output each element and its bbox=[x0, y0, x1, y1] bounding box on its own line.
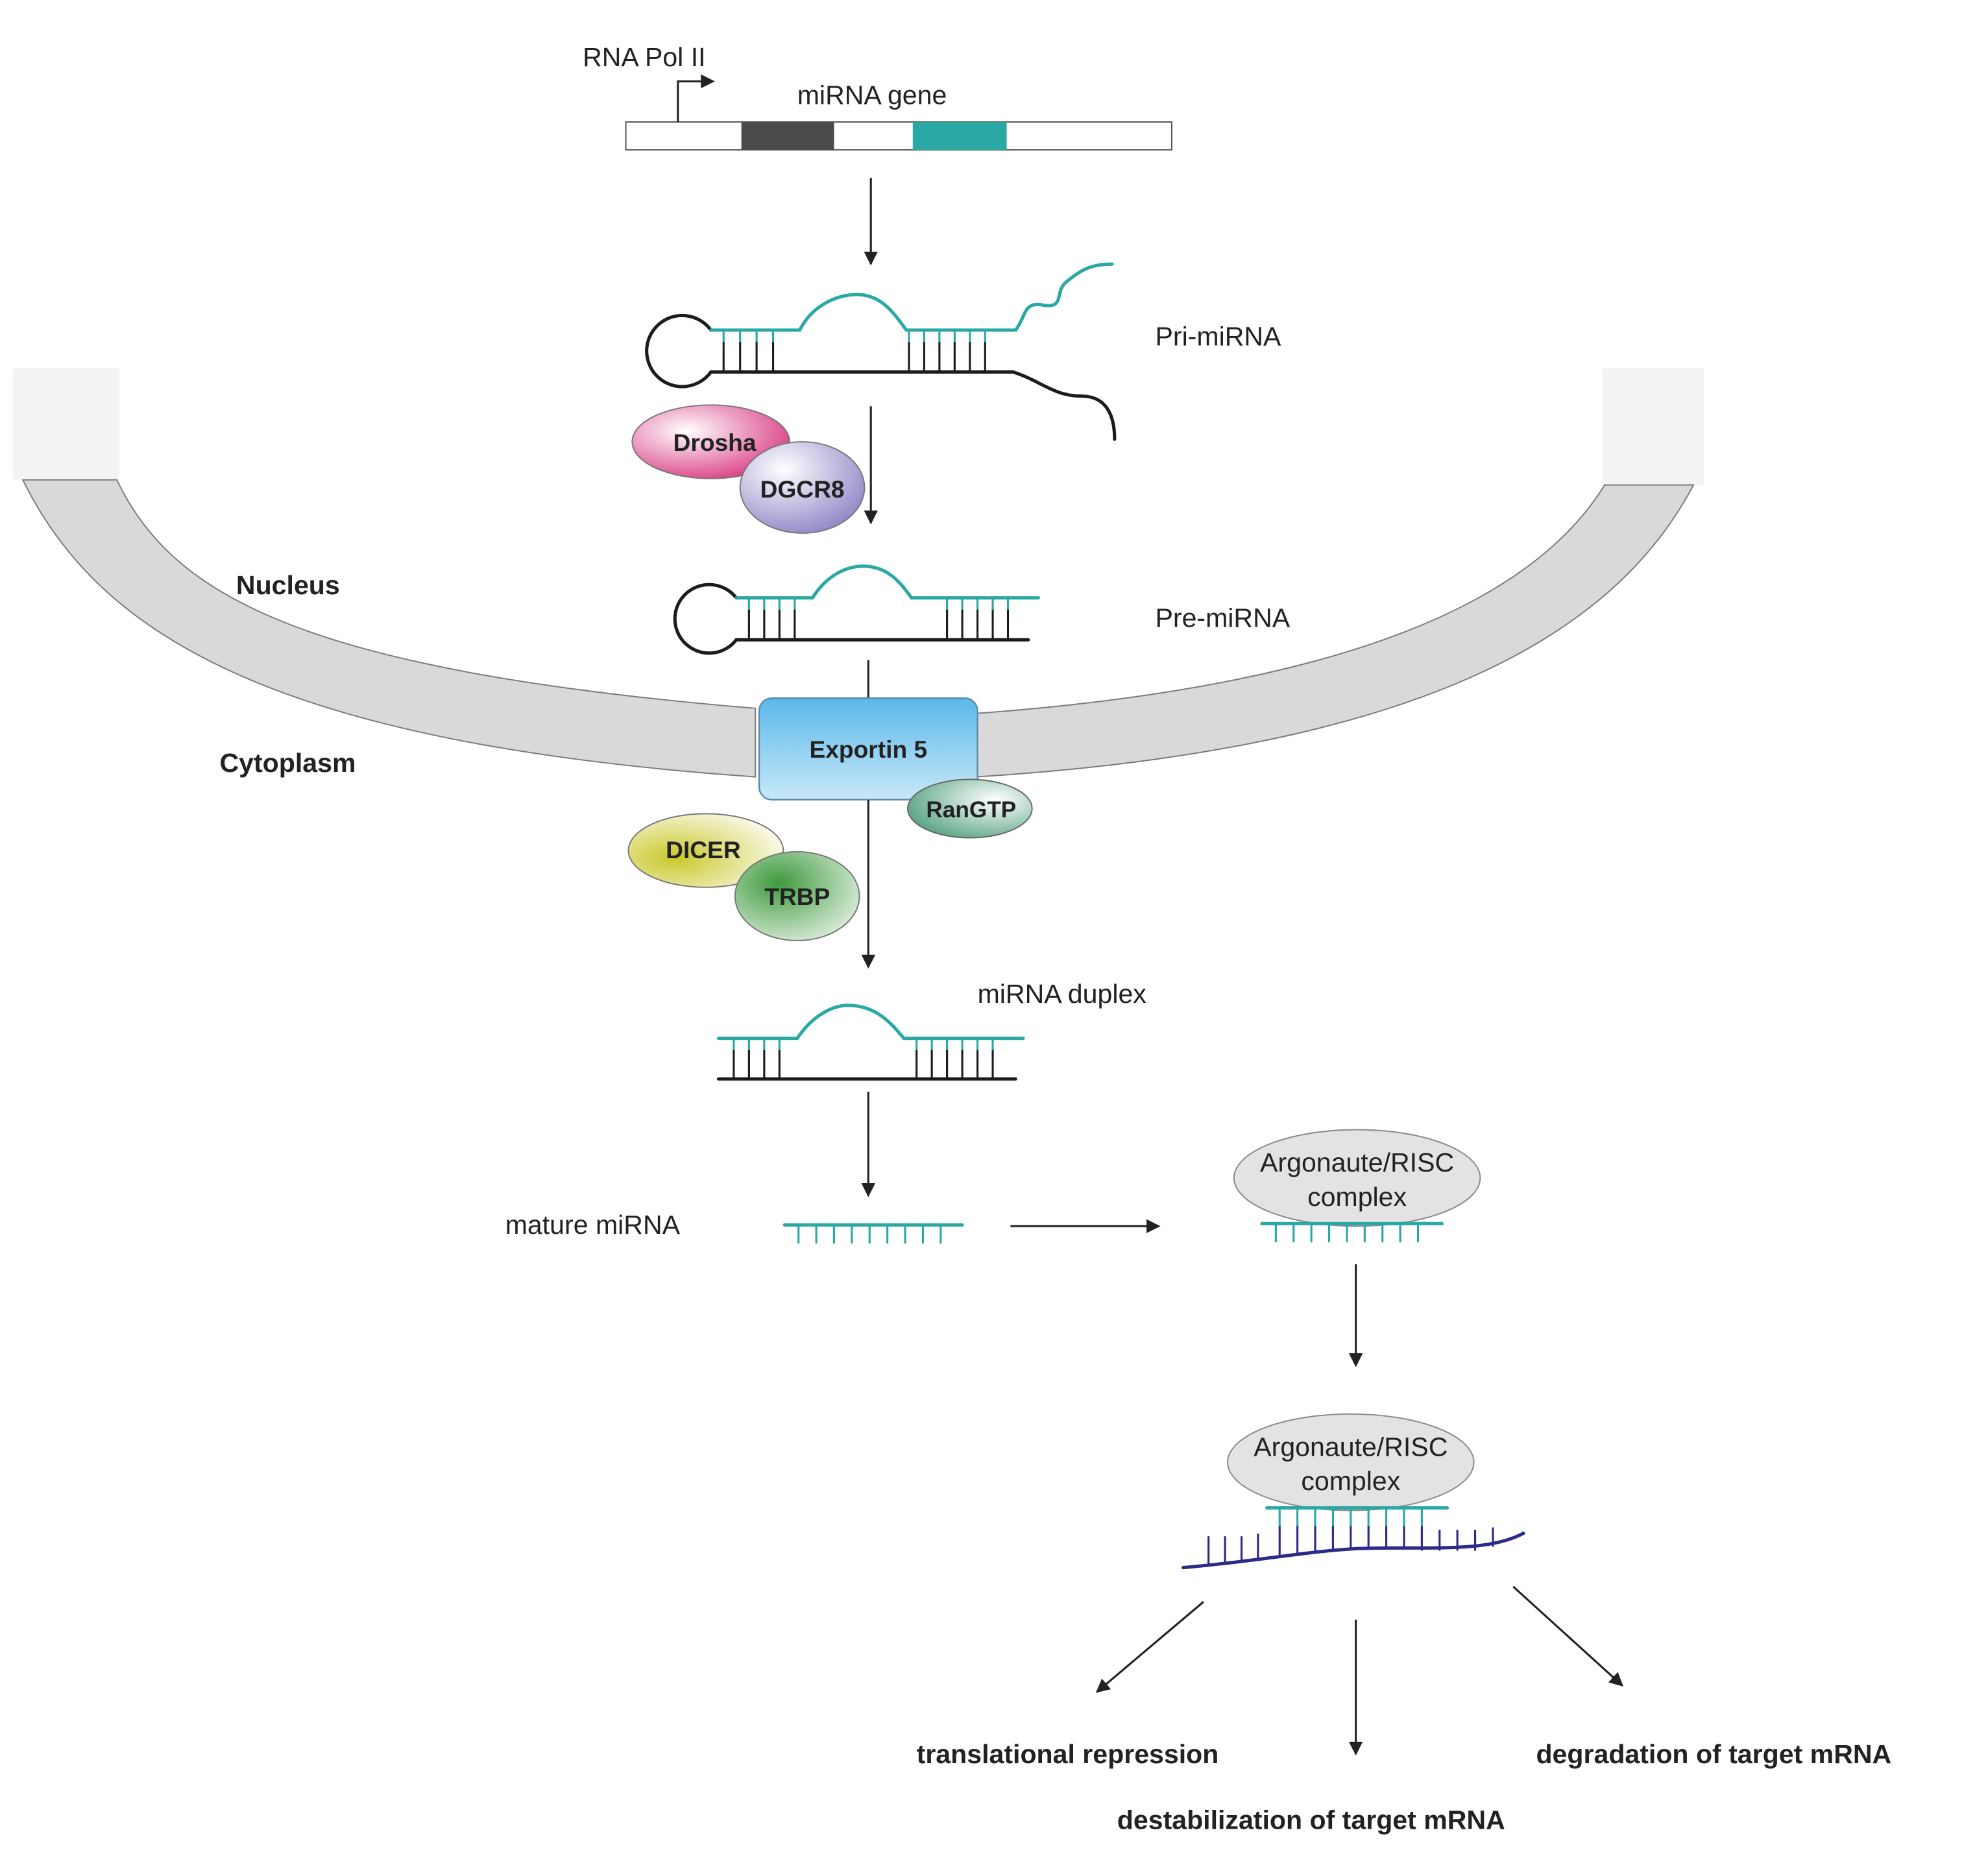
risc-1-line1: Argonaute/RISC bbox=[1260, 1148, 1454, 1177]
dicer-protein bbox=[627, 813, 784, 888]
dicer-label: DICER bbox=[666, 836, 741, 863]
destabilization-label: destabilization of target mRNA bbox=[1117, 1805, 1505, 1835]
dgcr8-label: DGCR8 bbox=[760, 475, 845, 503]
translational-repression-label: translational repression bbox=[917, 1739, 1219, 1769]
dgcr8-protein bbox=[739, 441, 866, 534]
rangtp-protein bbox=[906, 778, 1033, 839]
risc-complex-1 bbox=[1233, 1129, 1481, 1227]
mature-mirna-strand bbox=[782, 1223, 964, 1244]
degradation-label: degradation of target mRNA bbox=[1536, 1739, 1891, 1769]
risc-2-line1: Argonaute/RISC bbox=[1254, 1432, 1448, 1461]
mirna-gene bbox=[625, 121, 1172, 151]
mature-mirna-label: mature miRNA bbox=[505, 1210, 681, 1240]
nuclear-membrane bbox=[12, 368, 1704, 778]
rna-pol-label: RNA Pol II bbox=[583, 42, 706, 72]
trbp-protein bbox=[734, 851, 860, 941]
gene-label: miRNA gene bbox=[797, 80, 947, 110]
arrow-to-translational-repression bbox=[1095, 1601, 1204, 1693]
cytoplasm-label: Cytoplasm bbox=[219, 748, 356, 778]
pri-mirna-label: Pri-miRNA bbox=[1155, 321, 1281, 351]
trbp-label: TRBP bbox=[764, 883, 830, 910]
gene-teal-segment bbox=[912, 122, 1007, 150]
drosha-protein bbox=[631, 404, 790, 479]
risc-1-line2: complex bbox=[1307, 1182, 1407, 1212]
drosha-label: Drosha bbox=[673, 429, 757, 456]
duplex-label: miRNA duplex bbox=[978, 979, 1147, 1009]
arrow-to-degradation bbox=[1512, 1585, 1624, 1687]
risc-1-mirna-strand bbox=[1260, 1221, 1444, 1243]
mirna-duplex bbox=[716, 1004, 1025, 1081]
target-mrna-complex bbox=[1181, 1506, 1525, 1570]
pre-mirna-label: Pre-miRNA bbox=[1155, 603, 1290, 633]
exportin5-label: Exportin 5 bbox=[809, 736, 927, 763]
rangtp-label: RanGTP bbox=[926, 797, 1016, 823]
nucleus-label: Nucleus bbox=[236, 570, 340, 600]
pri-mirna bbox=[645, 262, 1117, 441]
pre-mirna bbox=[673, 564, 1041, 655]
gene-dark-segment bbox=[741, 122, 834, 150]
risc-2-line2: complex bbox=[1301, 1466, 1400, 1496]
promoter-arrow bbox=[677, 74, 715, 123]
